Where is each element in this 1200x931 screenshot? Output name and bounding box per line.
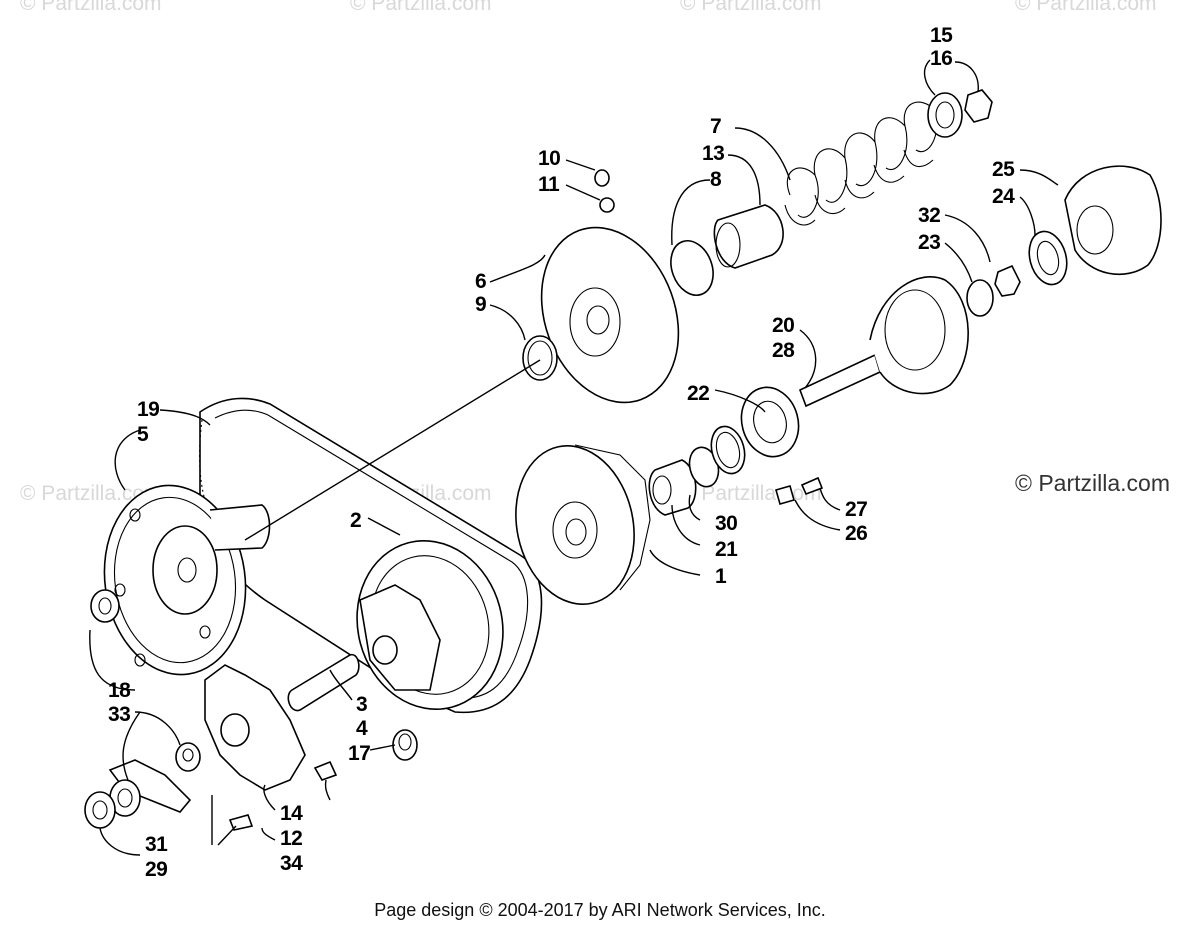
callout-30: 30 bbox=[715, 512, 737, 535]
callout-33: 33 bbox=[108, 703, 130, 726]
callout-17: 17 bbox=[348, 742, 370, 765]
callout-4: 4 bbox=[356, 717, 368, 740]
primary-fixed-sheave[interactable] bbox=[92, 476, 271, 684]
callout-5: 5 bbox=[137, 423, 149, 446]
callout-6: 6 bbox=[475, 270, 486, 293]
callout-28: 28 bbox=[772, 339, 795, 362]
watermarks: © Partzilla.com © Partzilla.com © Partzi… bbox=[20, 0, 1157, 505]
callout-8: 8 bbox=[710, 168, 722, 191]
callout-14: 14 bbox=[280, 802, 303, 825]
nut-15[interactable] bbox=[964, 89, 993, 123]
page-footer: Page design © 2004-2017 by ARI Network S… bbox=[374, 900, 826, 920]
watermark-text: © Partzilla.com bbox=[20, 0, 162, 15]
screw-34[interactable] bbox=[217, 814, 254, 846]
watermark-text: © Partzilla.com bbox=[1015, 0, 1157, 15]
bushing-33[interactable] bbox=[175, 742, 201, 772]
o-ring-8[interactable] bbox=[664, 235, 721, 301]
watermark-text: © Partzilla.com bbox=[20, 482, 162, 505]
secondary-moveable-sheave[interactable] bbox=[502, 435, 651, 616]
seal-ring-9[interactable] bbox=[522, 335, 558, 381]
callout-12: 12 bbox=[280, 827, 302, 850]
spider-cam[interactable] bbox=[204, 664, 306, 791]
callout-9: 9 bbox=[475, 293, 486, 316]
slider-buttons[interactable] bbox=[594, 169, 615, 213]
callout-20: 20 bbox=[772, 314, 794, 337]
callout-1: 1 bbox=[715, 565, 727, 588]
secondary-fixed-sheave[interactable] bbox=[518, 208, 702, 422]
callout-31: 31 bbox=[145, 833, 168, 856]
callout-22: 22 bbox=[687, 382, 709, 405]
washer-32[interactable] bbox=[994, 264, 1021, 297]
callout-18: 18 bbox=[108, 679, 131, 702]
callout-21: 21 bbox=[715, 538, 738, 561]
callout-29: 29 bbox=[145, 858, 167, 881]
callout-15: 15 bbox=[930, 24, 953, 47]
callout-23: 23 bbox=[918, 231, 940, 254]
callout-24: 24 bbox=[992, 185, 1015, 208]
callout-32: 32 bbox=[918, 204, 940, 227]
primary-shaft[interactable] bbox=[287, 653, 360, 712]
callout-26: 26 bbox=[845, 522, 867, 545]
bracket-14[interactable] bbox=[313, 760, 338, 781]
callout-13: 13 bbox=[702, 142, 724, 165]
washer-16[interactable] bbox=[927, 92, 963, 138]
clutch-assembly[interactable] bbox=[1064, 165, 1162, 276]
callout-19: 19 bbox=[137, 398, 159, 421]
callout-11: 11 bbox=[538, 173, 560, 196]
brand-watermark: © Partzilla.com bbox=[1015, 470, 1170, 496]
callout-27: 27 bbox=[845, 498, 867, 521]
nut-17[interactable] bbox=[392, 729, 418, 761]
callout-25: 25 bbox=[992, 158, 1015, 181]
callout-16: 16 bbox=[930, 47, 952, 70]
callout-34: 34 bbox=[280, 852, 303, 875]
bushing-18[interactable] bbox=[90, 589, 120, 623]
callout-3: 3 bbox=[356, 693, 367, 716]
watermark-text: © Partzilla.com bbox=[680, 0, 822, 15]
spring-7[interactable] bbox=[784, 101, 938, 226]
screw-27[interactable] bbox=[775, 476, 824, 505]
bearing-bracket[interactable] bbox=[84, 759, 192, 829]
leader-lines bbox=[89, 59, 1059, 856]
watermark-text: © Partzilla.com bbox=[350, 0, 492, 15]
ring-22[interactable] bbox=[706, 423, 749, 478]
bearing-24[interactable] bbox=[1024, 227, 1073, 288]
output-shaft[interactable] bbox=[798, 276, 969, 408]
callouts: 15 16 7 13 8 10 11 6 9 25 24 32 23 20 28… bbox=[108, 24, 1016, 881]
primary-moveable-sheave[interactable] bbox=[338, 524, 521, 725]
callout-2: 2 bbox=[350, 509, 361, 532]
ring-23[interactable] bbox=[966, 279, 994, 317]
bushing-13[interactable] bbox=[713, 204, 784, 269]
callout-10: 10 bbox=[538, 147, 560, 170]
callout-7: 7 bbox=[710, 115, 721, 138]
axis-line bbox=[244, 359, 541, 541]
